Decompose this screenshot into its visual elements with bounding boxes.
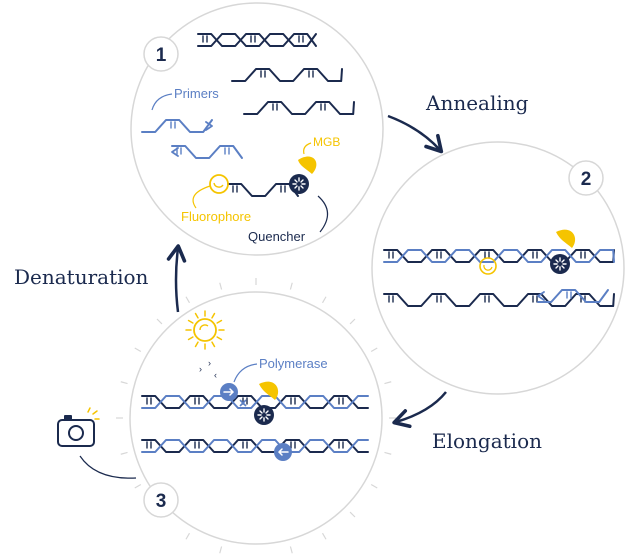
svg-text:›: › [208, 358, 211, 368]
step-1-badge: 1 [143, 36, 179, 72]
quencher-icon [289, 174, 309, 194]
quencher-icon-2 [550, 254, 570, 274]
primers-label: Primers [174, 86, 219, 101]
dna-strand-3b [141, 439, 369, 453]
primer-2-reverse [537, 289, 609, 303]
fluorophore-label: Fluorophore [181, 209, 251, 224]
dna-strand-3a [141, 395, 369, 409]
dna-strand-1c [243, 101, 355, 115]
denaturation-arrow [166, 244, 187, 313]
camera-leader [79, 455, 137, 479]
polymerase-icon-2 [274, 443, 292, 461]
denaturation-label: Denaturation [14, 265, 149, 289]
polymerase-label: Polymerase [259, 356, 328, 371]
camera-icon [57, 407, 100, 447]
dna-strands [141, 33, 615, 453]
primer-reverse [171, 145, 243, 159]
primers-leader [151, 93, 173, 111]
step-1-circle [130, 2, 384, 256]
step-3-badge: 3 [143, 482, 179, 518]
fluorophore-released-icon [239, 399, 247, 407]
polymerase-leader [233, 363, 258, 383]
elongation-label: Elongation [432, 429, 542, 453]
primer-forward [141, 119, 213, 133]
fluorophore-leader [192, 185, 211, 209]
polymerase-icon [220, 383, 238, 401]
step-2-number: 2 [581, 169, 592, 190]
step-2-circle [371, 141, 625, 395]
step-3-number: 3 [156, 491, 167, 512]
mgb-icon [298, 156, 317, 174]
fluorophore-icon [209, 174, 229, 194]
mgb-label: MGB [313, 135, 340, 149]
annealing-arrow [387, 114, 444, 154]
dna-strand-1a [197, 33, 317, 47]
quencher-label: Quencher [248, 229, 306, 244]
dna-strand-2b [383, 293, 615, 307]
sun-icon [185, 310, 225, 350]
svg-text:‹: ‹ [214, 370, 217, 380]
annealing-label: Annealing [425, 91, 529, 115]
mgb-icon-3 [259, 381, 279, 400]
elongation-arrow [392, 391, 447, 429]
step-2-badge: 2 [568, 160, 604, 196]
quencher-leader [317, 195, 329, 233]
step-1-number: 1 [156, 45, 167, 66]
quencher-icon-3 [254, 405, 274, 425]
emission-marks: ››‹ [199, 358, 217, 380]
dna-strand-2a [383, 249, 615, 263]
mgb-icon-2 [556, 229, 576, 248]
circle-3-rays [116, 278, 396, 554]
dna-strand-1b [231, 68, 343, 82]
svg-text:›: › [199, 364, 202, 374]
mgb-leader [303, 142, 312, 155]
fluorophore-icon-2 [479, 257, 497, 275]
